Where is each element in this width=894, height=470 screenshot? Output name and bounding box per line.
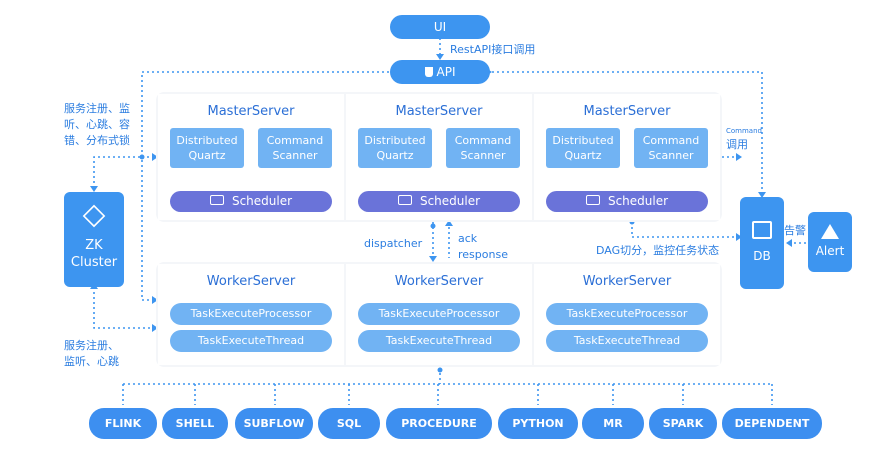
cube-icon xyxy=(82,204,106,228)
task-type-pill: FLINK xyxy=(89,408,157,439)
zk-worker-label: 服务注册、 监听、心跳 xyxy=(64,338,119,370)
scheduler-pill: Scheduler xyxy=(170,191,332,212)
worker-server-card: WorkerServer TaskExecuteProcessor TaskEx… xyxy=(158,264,344,365)
task-execute-thread: TaskExecuteThread xyxy=(358,330,520,352)
master-server-card: MasterServer Distributed Quartz Command … xyxy=(158,94,344,220)
zk-master-line: 错、分布式锁 xyxy=(64,134,130,147)
distributed-quartz-box: Distributed Quartz xyxy=(546,128,620,168)
task-type-pill: PROCEDURE xyxy=(386,408,492,439)
task-type-pill: PYTHON xyxy=(498,408,578,439)
master-server-title: MasterServer xyxy=(583,104,671,119)
scheduler-label: Scheduler xyxy=(607,194,669,208)
task-execute-processor: TaskExecuteProcessor xyxy=(546,303,708,325)
zk-cluster-node: ZK Cluster xyxy=(64,192,124,287)
command-small-label: Command xyxy=(726,127,762,135)
zk-master-label: 服务注册、监 听、心跳、容 错、分布式锁 xyxy=(64,101,130,149)
server-icon xyxy=(585,195,600,205)
zk-master-line: 听、心跳、容 xyxy=(64,118,130,131)
task-execute-processor: TaskExecuteProcessor xyxy=(358,303,520,325)
task-execute-thread: TaskExecuteThread xyxy=(546,330,708,352)
master-server-title: MasterServer xyxy=(207,104,295,119)
task-type-pill: SQL xyxy=(318,408,380,439)
worker-server-card: WorkerServer TaskExecuteProcessor TaskEx… xyxy=(346,264,532,365)
zk-label: ZK xyxy=(85,238,103,253)
scheduler-label: Scheduler xyxy=(419,194,481,208)
response-line: response xyxy=(458,248,508,261)
distributed-quartz-box: Distributed Quartz xyxy=(170,128,244,168)
ui-node: UI xyxy=(390,15,490,39)
api-label: API xyxy=(436,65,456,79)
worker-server-title: WorkerServer xyxy=(394,274,484,289)
worker-server-title: WorkerServer xyxy=(582,274,672,289)
server-icon xyxy=(397,195,412,205)
ack-line: ack xyxy=(458,232,478,245)
alert-label: Alert xyxy=(815,244,845,258)
master-server-card: MasterServer Distributed Quartz Command … xyxy=(346,94,532,220)
scheduler-pill: Scheduler xyxy=(358,191,520,212)
master-server-card: MasterServer Distributed Quartz Command … xyxy=(534,94,720,220)
rest-api-label: RestAPI接口调用 xyxy=(450,43,536,56)
db-node: DB xyxy=(740,197,784,289)
alert-node: Alert xyxy=(808,212,852,272)
dag-label: DAG切分，监控任务状态 xyxy=(596,244,720,257)
api-node: API xyxy=(390,60,490,84)
task-type-pill: SPARK xyxy=(649,408,717,439)
dispatcher-label: dispatcher xyxy=(364,237,423,250)
warning-icon xyxy=(821,224,839,239)
command-call-label: 调用 xyxy=(726,138,748,151)
command-scanner-box: Command Scanner xyxy=(634,128,708,168)
zk-worker-line: 服务注册、 xyxy=(64,339,119,352)
task-type-pill: SHELL xyxy=(162,408,228,439)
zk-master-line: 服务注册、监 xyxy=(64,102,130,115)
distributed-quartz-box: Distributed Quartz xyxy=(358,128,432,168)
server-icon xyxy=(209,195,224,205)
scheduler-label: Scheduler xyxy=(231,194,293,208)
task-execute-processor: TaskExecuteProcessor xyxy=(170,303,332,325)
worker-server-title: WorkerServer xyxy=(206,274,296,289)
alert-arrow-label: 告警 xyxy=(784,224,806,237)
master-server-title: MasterServer xyxy=(395,104,483,119)
task-execute-thread: TaskExecuteThread xyxy=(170,330,332,352)
ui-label: UI xyxy=(433,20,447,34)
command-scanner-box: Command Scanner xyxy=(258,128,332,168)
zk-worker-line: 监听、心跳 xyxy=(64,355,119,368)
scheduler-pill: Scheduler xyxy=(546,191,708,212)
task-type-pill: MR xyxy=(582,408,644,439)
worker-server-card: WorkerServer TaskExecuteProcessor TaskEx… xyxy=(534,264,720,365)
db-label: DB xyxy=(753,249,771,263)
task-type-pill: SUBFLOW xyxy=(235,408,313,439)
task-type-pill: DEPENDENT xyxy=(722,408,822,439)
plug-icon xyxy=(424,67,433,77)
command-scanner-box: Command Scanner xyxy=(446,128,520,168)
ack-response-label: ack response xyxy=(458,231,508,263)
zk-cluster-label: Cluster xyxy=(70,255,118,270)
database-icon xyxy=(752,221,772,239)
